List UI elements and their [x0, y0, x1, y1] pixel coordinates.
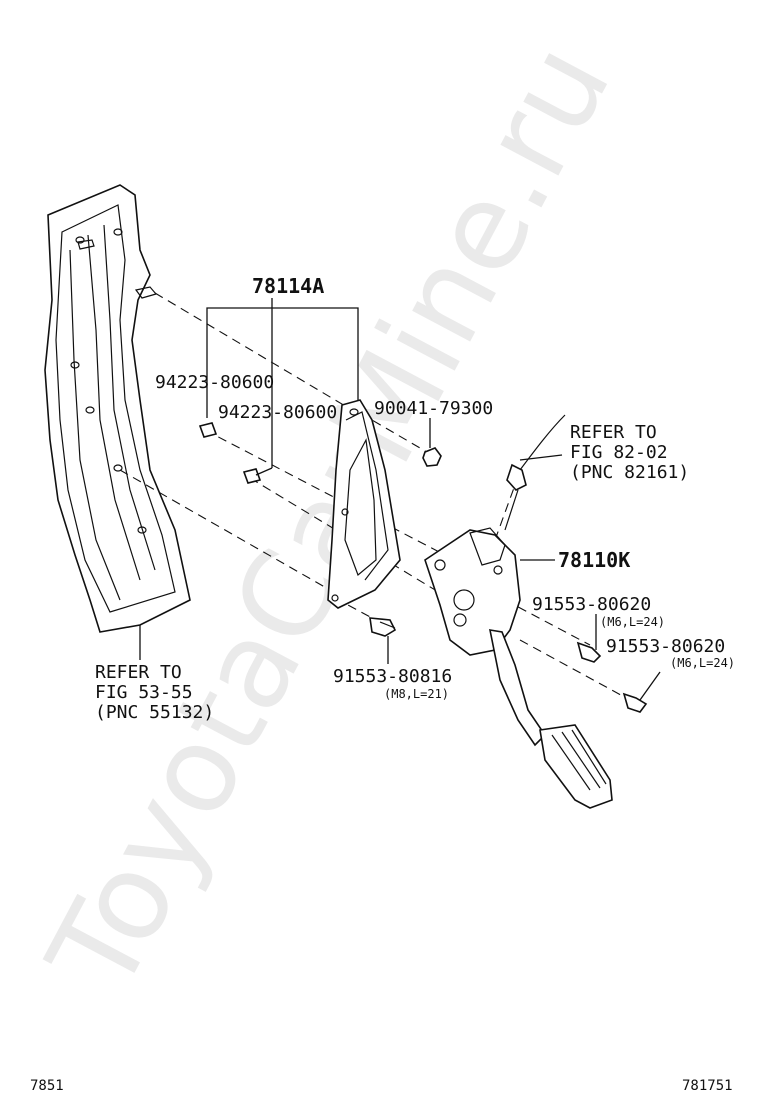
- label-bolt-bracket: 91553-80816: [333, 666, 452, 687]
- throttle-cable-drawing: [504, 414, 566, 531]
- label-pedal-assy: 78110K: [558, 548, 630, 572]
- clip-1-drawing: [198, 422, 218, 438]
- label-clip-1: 94223-80600: [155, 372, 274, 393]
- label-clip-2: 94223-80600: [218, 402, 337, 423]
- label-bolt-bracket-spec: (M8,L=21): [384, 687, 449, 701]
- dash-panel-drawing: [44, 184, 191, 633]
- accelerator-pedal-drawing: [424, 527, 613, 809]
- pedal-bracket-drawing: [327, 399, 401, 609]
- label-panel-ref-3: (PNC 55132): [95, 702, 214, 723]
- bracket-bolt-drawing: [369, 617, 397, 637]
- label-nut: 90041-79300: [374, 398, 493, 419]
- clip-2-drawing: [242, 468, 262, 484]
- label-cable-ref-1: REFER TO: [570, 422, 657, 443]
- label-cable-ref-3: (PNC 82161): [570, 462, 689, 483]
- footer-right-code: 781751: [682, 1078, 733, 1094]
- label-bolt-lower-spec: (M6,L=24): [670, 656, 735, 670]
- label-bolt-lower: 91553-80620: [606, 636, 725, 657]
- label-bolt-upper-spec: (M6,L=24): [600, 615, 665, 629]
- label-bolt-upper: 91553-80620: [532, 594, 651, 615]
- pedal-bolt-upper-drawing: [576, 641, 602, 663]
- footer-left-code: 7851: [30, 1078, 64, 1094]
- label-panel-ref-1: REFER TO: [95, 662, 182, 683]
- label-panel-ref-2: FIG 53-55: [95, 682, 193, 703]
- nut-drawing: [422, 447, 442, 467]
- label-bracket-assy: 78114A: [252, 274, 324, 298]
- pedal-bolt-lower-drawing: [622, 692, 648, 713]
- label-cable-ref-2: FIG 82-02: [570, 442, 668, 463]
- leader-lines: [139, 298, 661, 701]
